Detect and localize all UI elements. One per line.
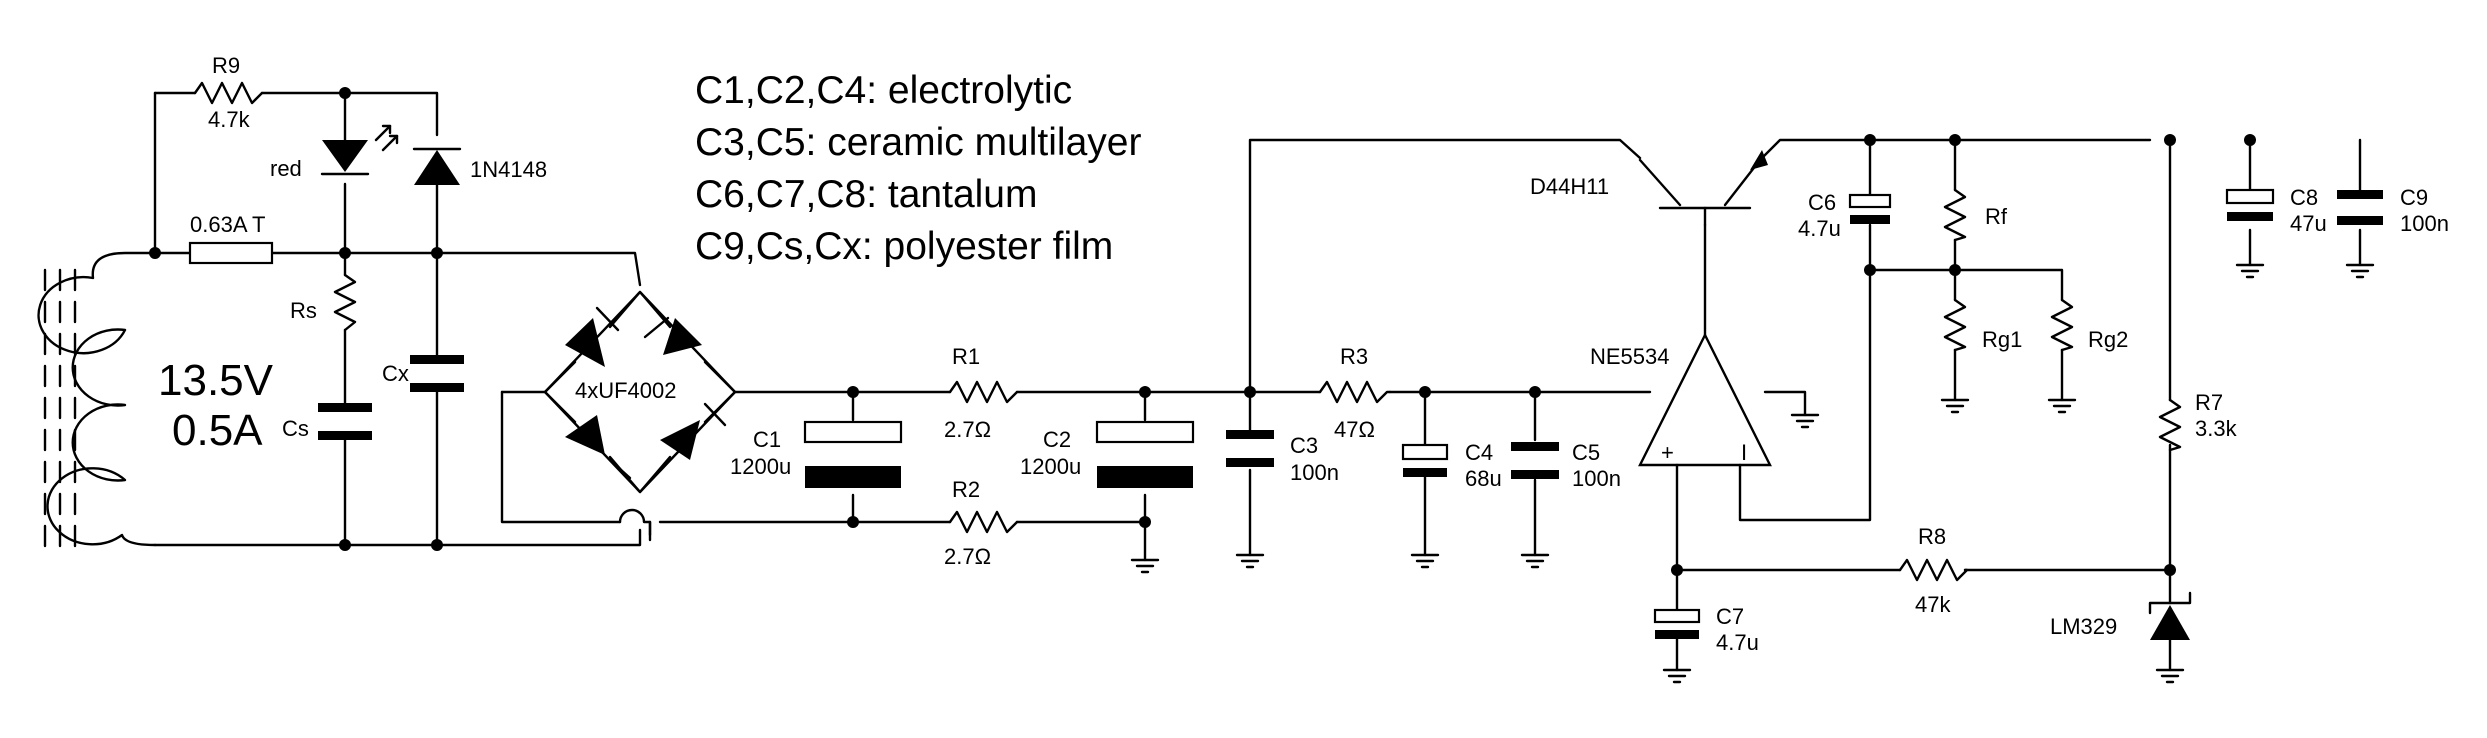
opamp-minus: I [1741,440,1747,465]
opamp-label: NE5534 [1590,344,1670,369]
c2-name: C2 [1043,427,1071,452]
c7-value: 4.7u [1716,630,1759,655]
c3-value: 100n [1290,460,1339,485]
c9-name: C9 [2400,185,2428,210]
rg2-label: Rg2 [2088,327,2128,352]
c8-value: 47u [2290,211,2327,236]
resistor-rf: Rf [1943,188,2008,242]
c1-value: 1200u [730,454,791,479]
note-line-3: C6,C7,C8: tantalum [695,173,1038,216]
capacitor-c9: C9 100n [2337,185,2449,236]
c3-name: C3 [1290,433,1318,458]
capacitor-c6: C6 4.7u [1798,190,1892,241]
r9-value: 4.7k [208,107,251,132]
capacitor-c5: C5 100n [1511,440,1621,491]
resistor-r9: R9 4.7k [193,53,264,132]
r9-name: R9 [212,53,240,78]
resistor-rg2: Rg2 [2050,298,2128,352]
bridge-rectifier: 4xUF4002 [543,290,737,494]
d1-label: 1N4148 [470,157,547,182]
note-line-4: C9,Cs,Cx: polyester film [695,225,1113,268]
resistor-rs: Rs [290,273,357,332]
c4-name: C4 [1465,440,1493,465]
led-red: red [270,124,399,181]
r1-value: 2.7Ω [944,417,991,442]
c9-value: 100n [2400,211,2449,236]
r3-value: 47Ω [1334,417,1375,442]
resistor-rg1: Rg1 [1943,298,2022,352]
transformer-winding [37,251,157,547]
transistor-d44h11: D44H11 [1530,138,2152,227]
junction-dots [149,87,2256,576]
r8-value: 47k [1915,592,1951,617]
c5-name: C5 [1572,440,1600,465]
note-line-1: C1,C2,C4: electrolytic [695,69,1072,112]
resistor-r3: R3 47Ω [1318,344,1392,442]
transformer-core [43,268,77,548]
transformer: 13.5V 0.5A [37,251,274,548]
c4-value: 68u [1465,466,1502,491]
c6-value: 4.7u [1798,216,1841,241]
zener-lm329: LM329 [2050,568,2192,672]
capacitor-c7: C7 4.7u [1653,604,1759,655]
capacitor-c1: C1 1200u [730,420,903,488]
diode-1n4148: 1N4148 [412,147,547,185]
resistor-r8: R8 47k [1898,524,1969,617]
c6-name: C6 [1808,190,1836,215]
r8-name: R8 [1918,524,1946,549]
c8-name: C8 [2290,185,2318,210]
wires [153,91,952,547]
c5-value: 100n [1572,466,1621,491]
c7-name: C7 [1716,604,1744,629]
rs-label: Rs [290,298,317,323]
rg1-label: Rg1 [1982,327,2022,352]
capacitor-c4: C4 68u [1401,440,1502,491]
resistor-r1: R1 2.7Ω [944,344,1019,442]
resistor-r7: R7 3.3k [2158,390,2238,452]
cx-label: Cx [382,361,409,386]
led-label: red [270,156,302,181]
capacitor-c8: C8 47u [2225,185,2327,236]
fuse: 0.63A T [188,212,274,265]
capacitor-cx: Cx [382,355,464,392]
resistor-r2: R2 2.7Ω [944,477,1019,569]
z1-label: LM329 [2050,614,2117,639]
r2-name: R2 [952,477,980,502]
wires-right [1675,138,2362,672]
capacitor-cs: Cs [282,403,372,441]
c1-name: C1 [753,427,781,452]
c2-value: 1200u [1020,454,1081,479]
transformer-voltage: 13.5V [158,356,274,405]
capacitor-c3: C3 100n [1226,430,1339,485]
bridge-label: 4xUF4002 [575,378,677,403]
q1-label: D44H11 [1530,174,1609,199]
capacitor-c2: C2 1200u [1020,420,1195,488]
opamp-ne5534: + I NE5534 [1590,223,1872,572]
component-notes: C1,C2,C4: electrolytic C3,C5: ceramic mu… [695,69,1141,268]
r7-value: 3.3k [2195,416,2238,441]
transformer-current: 0.5A [172,406,263,455]
note-line-2: C3,C5: ceramic multilayer [695,121,1141,164]
opamp-plus: + [1661,440,1674,465]
fuse-label: 0.63A T [190,212,265,237]
r3-name: R3 [1340,344,1368,369]
r1-name: R1 [952,344,980,369]
r7-name: R7 [2195,390,2223,415]
r2-value: 2.7Ω [944,544,991,569]
cs-label: Cs [282,416,309,441]
ground-symbols [1130,263,2375,684]
rf-label: Rf [1985,204,2008,229]
